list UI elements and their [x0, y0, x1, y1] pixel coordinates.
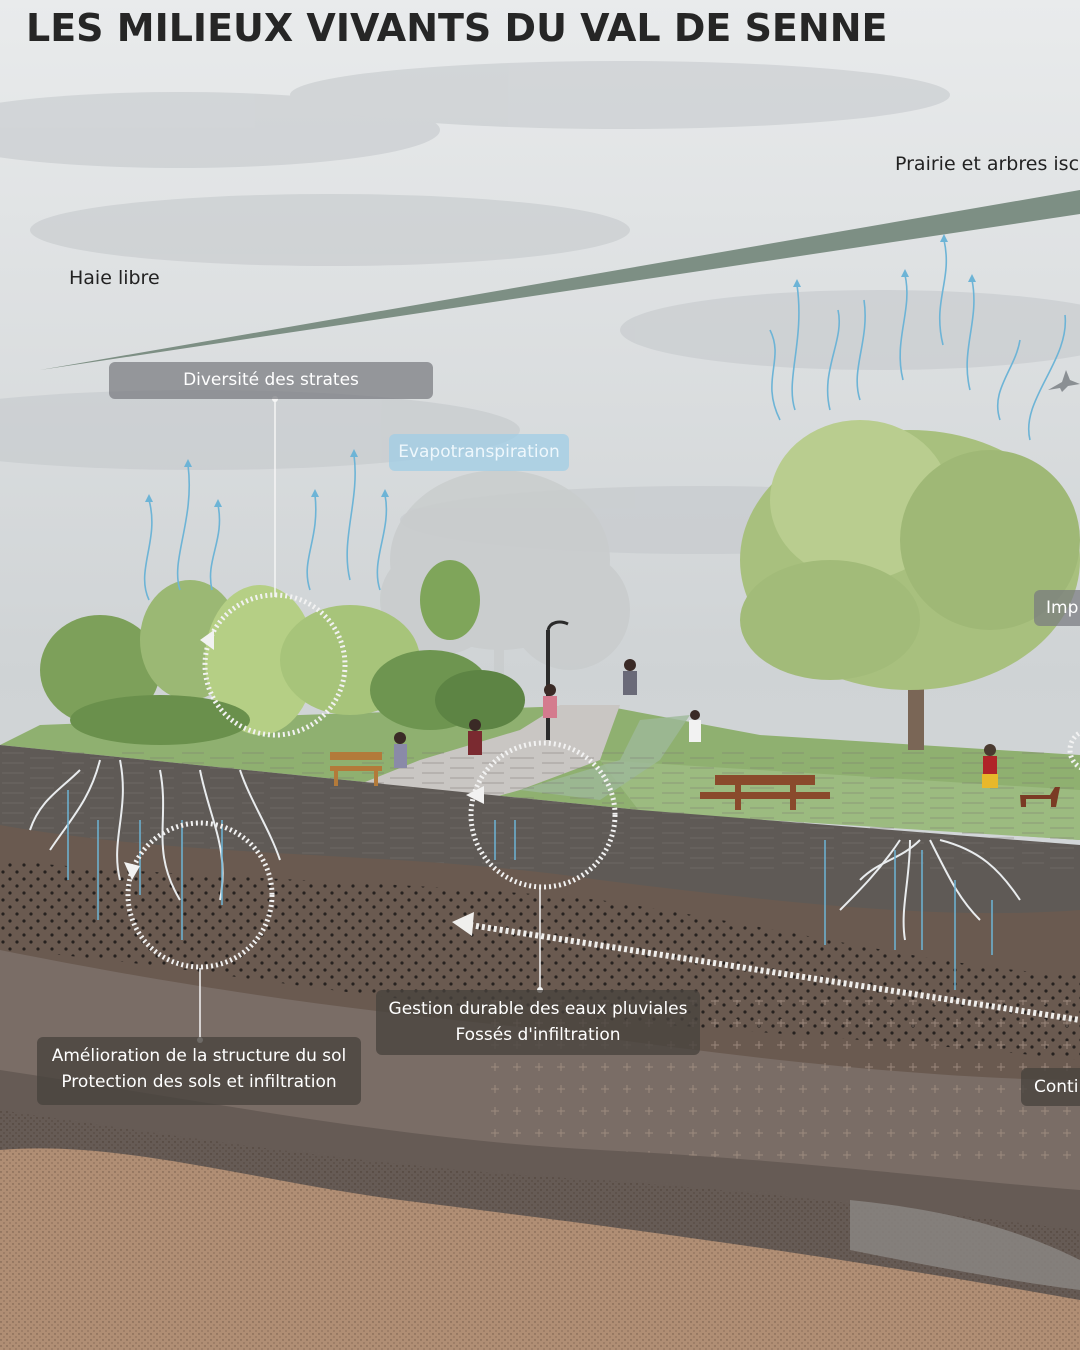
- label-amelioration-sol: Amélioration de la structure du sol Prot…: [37, 1037, 361, 1105]
- label-conti: Conti: [1021, 1068, 1080, 1106]
- label-evapotranspiration: Evapotranspiration: [389, 434, 569, 471]
- label-prairie: Prairie et arbres isc: [895, 153, 1080, 175]
- pointer-line: [40, 190, 1080, 370]
- label-conti-text: Conti: [1034, 1077, 1079, 1097]
- label-amelioration-line2: Protection des sols et infiltration: [61, 1072, 337, 1092]
- bird-icon: [1048, 370, 1080, 392]
- label-imp: Imp: [1034, 590, 1080, 626]
- label-amelioration-line1: Amélioration de la structure du sol: [51, 1046, 347, 1066]
- hedge-roots: [29, 759, 281, 901]
- tree-roots: [839, 839, 1021, 941]
- dog: [1020, 787, 1060, 807]
- water-table: [850, 1200, 1080, 1290]
- label-imp-text: Imp: [1046, 598, 1079, 618]
- label-evapo-text: Evapotranspiration: [398, 442, 560, 462]
- label-gestion-eaux: Gestion durable des eaux pluviales Fossé…: [376, 990, 700, 1055]
- picnic-table: [700, 775, 830, 810]
- bench: [330, 752, 382, 786]
- large-tree: [740, 420, 1080, 750]
- page-title: LES MILIEUX VIVANTS DU VAL DE SENNE: [26, 6, 888, 50]
- highlight-circles: [125, 592, 1080, 970]
- people: [394, 659, 1060, 807]
- circle-arrowheads: [124, 630, 484, 880]
- leader-lines: [199, 399, 541, 1040]
- evapotranspiration-arrows: [143, 239, 1067, 601]
- hedge: [40, 560, 525, 745]
- label-diversite-text: Diversité des strates: [183, 370, 359, 390]
- infiltration-arrows: [67, 790, 993, 990]
- label-gestion-line1: Gestion durable des eaux pluviales: [388, 999, 688, 1019]
- label-haie-libre: Haie libre: [69, 267, 160, 289]
- groundwater-flow-arrow: [469, 922, 1080, 1023]
- label-diversite-strates: Diversité des strates: [109, 362, 433, 399]
- evapotranspiration-arrowheads: [145, 234, 976, 507]
- label-gestion-line2: Fossés d'infiltration: [455, 1025, 621, 1045]
